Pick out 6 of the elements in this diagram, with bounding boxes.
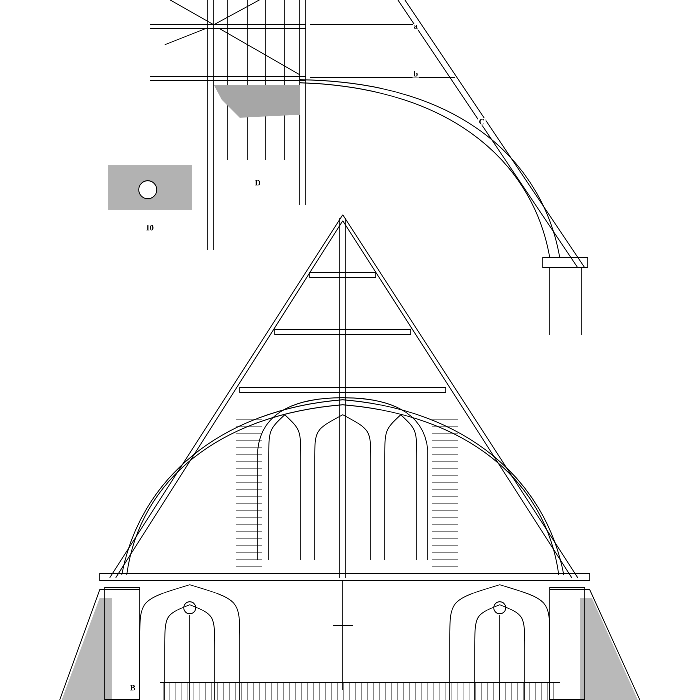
callout-letter: B bbox=[129, 684, 137, 692]
callout-letter: D bbox=[254, 179, 262, 187]
callout-letter: C bbox=[478, 118, 486, 126]
callout-letter: a bbox=[413, 24, 419, 30]
callout-letter: b bbox=[412, 70, 420, 78]
callout-letter: 10 bbox=[145, 224, 155, 232]
